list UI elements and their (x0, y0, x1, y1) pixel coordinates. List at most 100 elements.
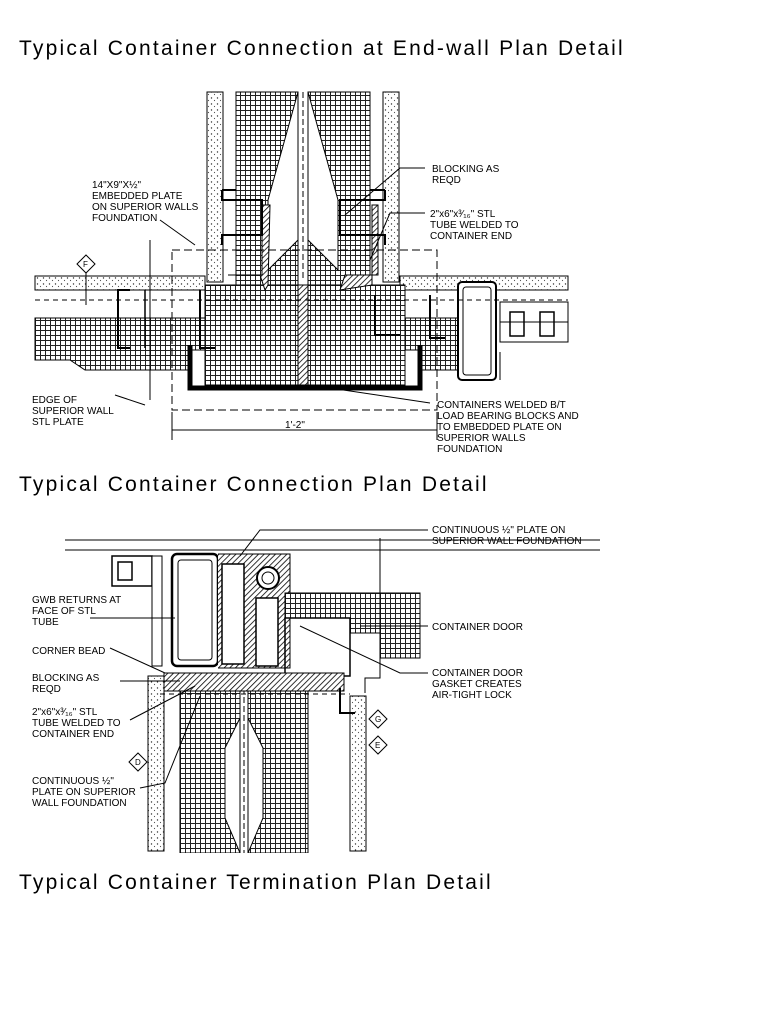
window-mullion-a (509, 311, 525, 337)
gasket-line (364, 538, 381, 693)
note-stl-tube: 2"x6"x³⁄₁₆" STL TUBE WELDED TO CONTAINER… (430, 209, 521, 242)
note-gwb-line: FACE OF STL (32, 606, 96, 617)
leader-stl-tube (369, 212, 425, 261)
note-welded-line: LOAD BEARING BLOCKS AND (437, 411, 579, 422)
window-glazing (117, 561, 133, 581)
tube-left (228, 204, 271, 292)
wall-finish-lower-right (349, 695, 367, 852)
blocking-channel-left (221, 189, 263, 245)
note-embedded-plate-line: EMBEDDED PLATE (92, 191, 183, 202)
grid-tag-d-label: D (135, 758, 141, 767)
note-corner-bead: CORNER BEAD (32, 646, 105, 657)
leader-corner-bead (109, 647, 166, 674)
grid-tag-e-label: E (375, 741, 380, 750)
tapered-gap-right (307, 91, 339, 272)
slab-grid-left (34, 317, 206, 371)
heading-termination-detail: Typical Container Termination Plan Detai… (19, 871, 493, 894)
note-welded-line: CONTAINERS WELDED B/T (437, 400, 566, 411)
leader-gasket (299, 625, 428, 674)
leader-embedded-plate (159, 219, 196, 246)
grid-tag-g-label: G (375, 715, 381, 724)
note-edge-plate-line: STL PLATE (32, 417, 84, 428)
inner-tube-b (255, 597, 279, 667)
leader-plate-bottom (139, 695, 201, 789)
note-gwb-line: TUBE (32, 617, 59, 628)
note-welded-line: TO EMBEDDED PLATE ON (437, 422, 562, 433)
steel-tube-lower (163, 672, 345, 692)
note-plate-top-line: CONTINUOUS ½" PLATE ON (432, 525, 565, 536)
steel-tube-left (170, 552, 220, 668)
note-gwb-line: GWB RETURNS AT (32, 595, 121, 606)
heading-connection-detail: Typical Container Connection Plan Detail (19, 473, 489, 496)
tube-right (339, 204, 379, 291)
note-gasket-line: GASKET CREATES (432, 679, 522, 690)
taper-lower-left (224, 717, 241, 853)
note-edge-plate: EDGE OF SUPERIOR WALL STL PLATE (32, 395, 116, 428)
note-door-gasket: CONTAINER DOOR GASKET CREATES AIR-TIGHT … (432, 668, 526, 701)
wall-finish-right (382, 91, 400, 283)
slab-top-left (34, 275, 206, 291)
hinge-pin-inner (261, 571, 275, 585)
channel-c3 (374, 295, 400, 336)
note-embedded-plate-line: FOUNDATION (92, 213, 157, 224)
endwall-plan-detail-drawing: 1'-2" F 14"X9"X½" EMBEDDED PLATE ON SUPE… (32, 91, 582, 455)
dimension-label: 1'-2" (285, 420, 305, 431)
note-stl-tube-2: 2"x6"x³⁄₁₆" STL TUBE WELDED TO CONTAINER… (32, 707, 123, 740)
note-stl-tube-2-line: TUBE WELDED TO (32, 718, 121, 729)
note-continuous-plate-top: CONTINUOUS ½" PLATE ON SUPERIOR WALL FOU… (432, 525, 582, 547)
note-gasket-line: CONTAINER DOOR (432, 668, 523, 679)
note-embedded-plate-line: 14"X9"X½" (92, 180, 141, 191)
note-blocking-2-line: BLOCKING AS (32, 673, 100, 684)
note-welded-line: FOUNDATION (437, 444, 502, 455)
taper-lower-right (247, 717, 264, 853)
steel-tube-inner (462, 286, 492, 376)
note-gwb-returns: GWB RETURNS AT FACE OF STL TUBE (32, 595, 124, 628)
channel-c4 (429, 295, 445, 339)
door-gasket-outline (284, 617, 351, 677)
note-plate-bottom-line: WALL FOUNDATION (32, 798, 127, 809)
leader-blocking (344, 167, 425, 216)
embedded-plate-outline (171, 249, 438, 411)
steel-tube-left-inner (177, 559, 213, 661)
window-jamb (151, 555, 163, 667)
inner-tube-a (221, 563, 245, 665)
grid-tag-e (368, 735, 388, 755)
note-blocking-2: BLOCKING AS REQD (32, 673, 102, 695)
note-welded-line: SUPERIOR WALLS (437, 433, 526, 444)
note-blocking-2-line: REQD (32, 684, 61, 695)
blocking-channel-right (339, 189, 386, 245)
note-stl-tube-line: CONTAINER END (430, 231, 512, 242)
lower-channel (339, 688, 355, 714)
leader-stl-tube (129, 685, 196, 721)
note-edge-plate-line: SUPERIOR WALL (32, 406, 114, 417)
note-embedded-plate-line: ON SUPERIOR WALLS (92, 202, 199, 213)
weld-joint (297, 284, 309, 386)
note-gasket-line: AIR-TIGHT LOCK (432, 690, 512, 701)
note-stl-tube-line: 2"x6"x³⁄₁₆" STL (430, 209, 496, 220)
steel-plate (187, 345, 423, 391)
channel-c2 (199, 290, 215, 349)
wall-finish-left (206, 91, 224, 283)
note-plate-bottom-line: CONTINUOUS ½" (32, 776, 114, 787)
note-plate-top-line: SUPERIOR WALL FOUNDATION (432, 536, 582, 547)
note-plate-bottom-line: PLATE ON SUPERIOR (32, 787, 136, 798)
heading-endwall-detail: Typical Container Connection at End-wall… (19, 37, 625, 60)
channel-c1 (117, 289, 130, 349)
note-blocking-line: REQD (432, 175, 461, 186)
steel-tube (457, 281, 497, 381)
window-mullion-b (539, 311, 555, 337)
note-stl-tube-2-line: CONTAINER END (32, 729, 114, 740)
leader-edge-plate (114, 394, 146, 406)
note-welded: CONTAINERS WELDED B/T LOAD BEARING BLOCK… (437, 400, 582, 455)
note-edge-plate-line: EDGE OF (32, 395, 77, 406)
grid-tag-d (128, 752, 148, 772)
connection-plan-detail-drawing: G E D CONTINUOUS ½" PLATE ON SUPERIOR WA… (32, 525, 600, 853)
note-blocking-line: BLOCKING AS (432, 164, 500, 175)
note-container-door: CONTAINER DOOR (432, 622, 523, 633)
grid-tag-g (368, 709, 388, 729)
leader-welded (329, 387, 431, 404)
note-embedded-plate: 14"X9"X½" EMBEDDED PLATE ON SUPERIOR WAL… (92, 180, 201, 224)
leader-plate-top (239, 529, 428, 557)
note-stl-tube-2-line: 2"x6"x³⁄₁₆" STL (32, 707, 98, 718)
note-stl-tube-line: TUBE WELDED TO (430, 220, 519, 231)
